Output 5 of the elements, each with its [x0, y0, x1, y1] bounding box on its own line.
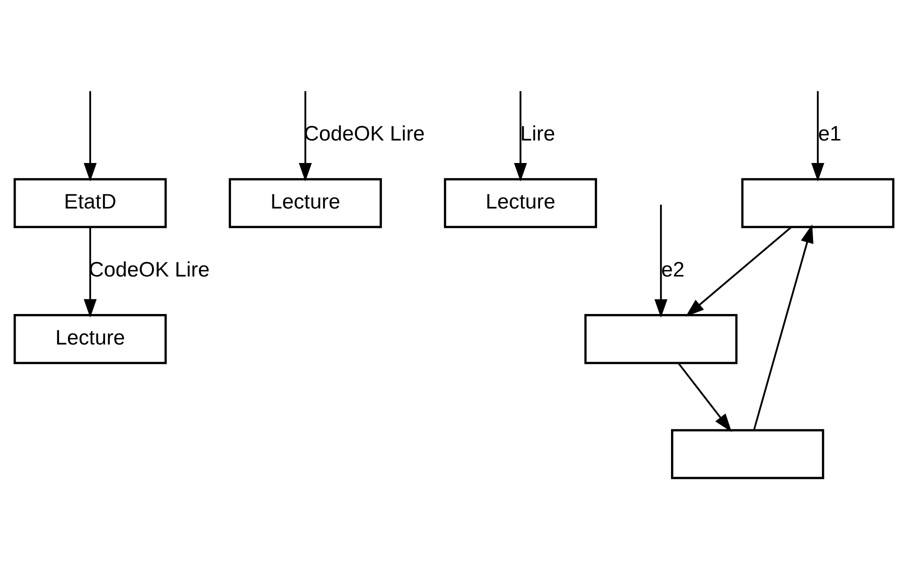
edge-label: e1	[818, 122, 842, 146]
edge-label: CodeOK Lire	[304, 122, 425, 146]
edge-label: CodeOK Lire	[88, 258, 210, 282]
edge-label: e2	[661, 258, 685, 282]
edge-label: Lire	[520, 122, 556, 146]
